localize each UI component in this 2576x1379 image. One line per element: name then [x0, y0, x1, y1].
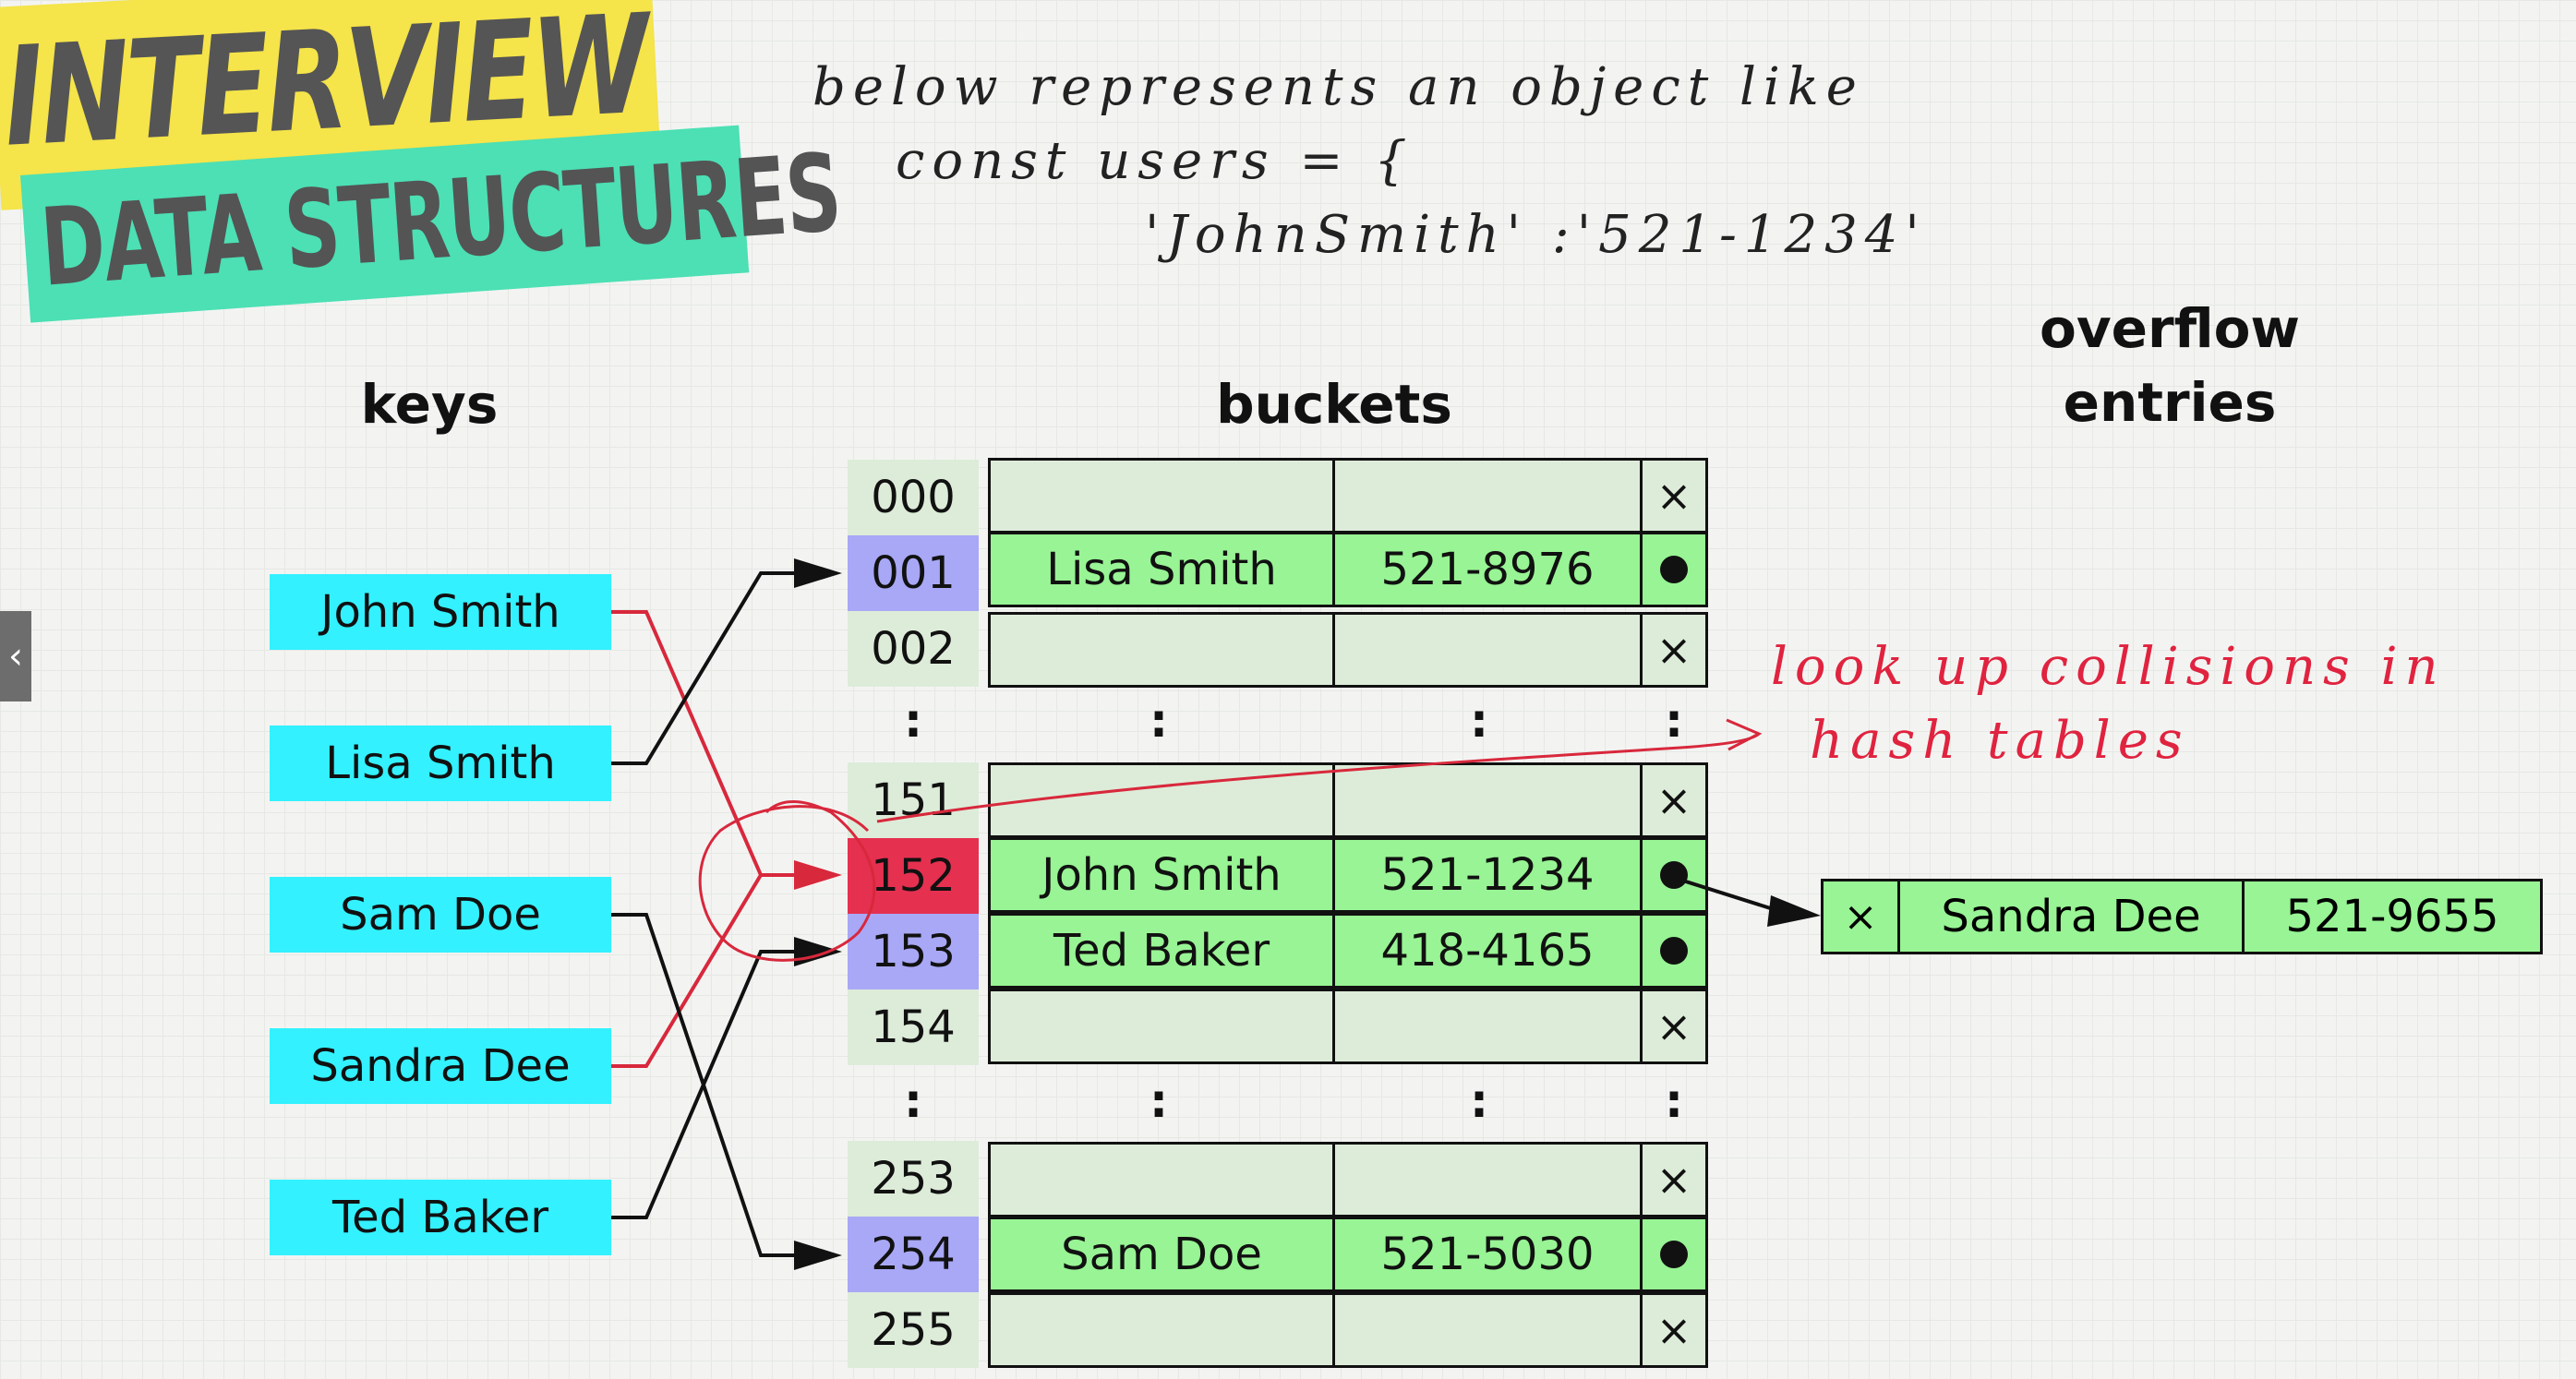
note-line-3: 'JohnSmith' :'521-1234' [1145, 205, 1927, 265]
key-sandra-dee: Sandra Dee [270, 1028, 611, 1104]
bucket-name: John Smith [991, 840, 1335, 910]
arrowhead-152-icon [794, 860, 842, 890]
ellipsis-phone: : [1470, 694, 1488, 748]
bucket-row-253: × [988, 1142, 1708, 1217]
null-pointer-icon: × [1655, 775, 1692, 825]
bucket-row-255: × [988, 1292, 1708, 1368]
arrow-ted-baker [611, 950, 803, 1219]
bucket-phone: 418-4165 [1335, 916, 1643, 986]
bucket-row-152: John Smith 521-1234 [988, 837, 1708, 913]
heading-keys: keys [360, 373, 499, 436]
pointer-dot-icon [1660, 937, 1688, 965]
null-pointer-icon: × [1655, 1001, 1692, 1051]
bucket-index-255: 255 [848, 1292, 979, 1368]
bucket-index-154: 154 [848, 989, 979, 1065]
arrow-overflow [1670, 875, 1783, 914]
ellipsis-name: : [1150, 1074, 1168, 1128]
arrow-sam-doe [611, 913, 803, 1257]
ellipsis-phone: : [1470, 1074, 1488, 1128]
null-pointer-icon: × [1824, 881, 1900, 952]
ellipsis-index: : [904, 1074, 922, 1128]
key-sam-doe: Sam Doe [270, 877, 611, 953]
bucket-phone [1335, 765, 1643, 835]
bucket-index-151: 151 [848, 762, 979, 838]
heading-overflow: overflow entries [1957, 292, 2382, 439]
overflow-name: Sandra Dee [1900, 881, 2245, 952]
ellipsis-pointer: : [1665, 1074, 1683, 1128]
null-pointer-icon: × [1655, 1155, 1692, 1205]
arrowhead-153-icon [794, 937, 842, 966]
bucket-name: Sam Doe [991, 1219, 1335, 1289]
key-lisa-smith: Lisa Smith [270, 725, 611, 801]
note-line-1: below represents an object like [813, 57, 1864, 117]
collision-circle [698, 799, 876, 962]
bucket-row-254: Sam Doe 521-5030 [988, 1217, 1708, 1292]
bucket-name [991, 765, 1335, 835]
annotation-arrow [876, 732, 1761, 823]
bucket-row-002: × [988, 612, 1708, 688]
ellipsis-pointer: : [1665, 694, 1683, 748]
heading-buckets: buckets [1216, 373, 1452, 436]
ellipsis-index: : [904, 694, 922, 748]
arrow-lisa-smith [611, 571, 803, 765]
arrowhead-001-icon [794, 558, 842, 588]
bucket-index-000: 000 [848, 460, 979, 535]
bucket-phone [1335, 1295, 1643, 1365]
pointer-dot-icon [1660, 1241, 1688, 1268]
bucket-phone: 521-5030 [1335, 1219, 1643, 1289]
bucket-index-002: 002 [848, 611, 979, 687]
note-line-2: const users = { [896, 131, 1414, 191]
heading-overflow-line-2: entries [2063, 371, 2277, 434]
arrow-sandra-dee [611, 873, 803, 1068]
arrowhead-overflow-icon [1767, 895, 1821, 927]
bucket-phone: 521-1234 [1335, 840, 1643, 910]
bucket-name [991, 1295, 1335, 1365]
bucket-phone: 521-8976 [1335, 534, 1643, 605]
bucket-row-151: × [988, 762, 1708, 838]
arrow-john-smith [611, 610, 763, 876]
bucket-index-001: 001 [848, 535, 979, 611]
key-john-smith: John Smith [270, 574, 611, 650]
pointer-dot-icon [1660, 861, 1688, 889]
null-pointer-icon: × [1655, 1305, 1692, 1355]
bucket-name: Ted Baker [991, 916, 1335, 986]
bucket-index-152: 152 [848, 838, 979, 914]
bucket-phone [1335, 1145, 1643, 1215]
bucket-index-253: 253 [848, 1141, 979, 1217]
annotation-line-1: look up collisions in [1771, 637, 2446, 697]
bucket-index-153: 153 [848, 914, 979, 989]
bucket-row-001: Lisa Smith 521-8976 [988, 532, 1708, 607]
pointer-dot-icon [1660, 556, 1688, 583]
bucket-row-153: Ted Baker 418-4165 [988, 913, 1708, 989]
bucket-phone [1335, 615, 1643, 685]
arrowhead-254-icon [794, 1241, 842, 1270]
annotation-line-2: hash tables [1810, 711, 2190, 771]
bucket-row-154: × [988, 989, 1708, 1064]
bucket-index-254: 254 [848, 1217, 979, 1292]
overflow-entry-row: × Sandra Dee 521-9655 [1821, 879, 2543, 954]
bucket-phone [1335, 991, 1643, 1061]
bucket-name [991, 461, 1335, 531]
overflow-phone: 521-9655 [2285, 891, 2499, 942]
annotation-arrowhead-icon [1726, 718, 1763, 751]
bucket-name [991, 615, 1335, 685]
bucket-name: Lisa Smith [991, 534, 1335, 605]
collapse-tab-chevron-left-icon[interactable]: ‹ [0, 611, 31, 701]
bucket-phone [1335, 461, 1643, 531]
null-pointer-icon: × [1655, 471, 1692, 521]
ellipsis-name: : [1150, 694, 1168, 748]
bucket-row-000: × [988, 458, 1708, 534]
key-ted-baker: Ted Baker [270, 1180, 611, 1255]
heading-overflow-line-1: overflow [2039, 297, 2300, 360]
bucket-name [991, 1145, 1335, 1215]
bucket-name [991, 991, 1335, 1061]
null-pointer-icon: × [1655, 625, 1692, 675]
